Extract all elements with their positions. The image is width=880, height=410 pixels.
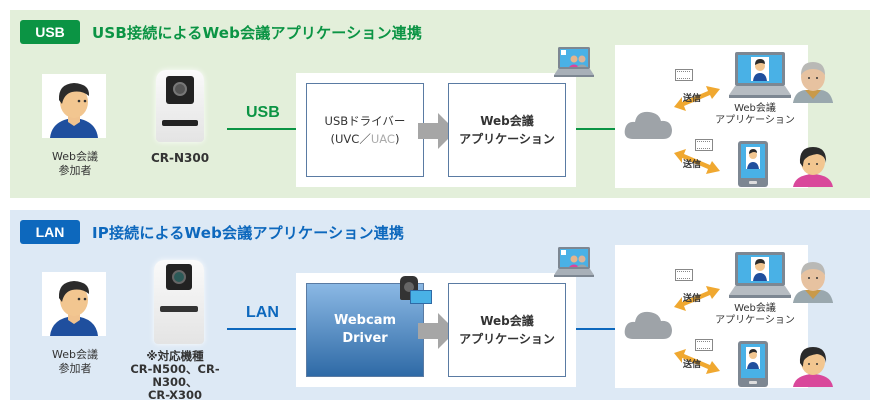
pc-box: Webcam Driver Web会議 アプリケーション (296, 273, 576, 387)
connection-line (227, 128, 297, 130)
remote-app-label: Web会議 アプリケーション (715, 303, 795, 326)
lan-section-title: IP接続によるWeb会議アプリケーション連携 (92, 224, 405, 242)
remote-laptop-icon (727, 251, 793, 299)
connection-label: LAN (246, 304, 279, 321)
participant-icon (42, 272, 106, 336)
send-label: 送信 (683, 94, 702, 104)
lan-section: LAN IP接続によるWeb会議アプリケーション連携 Web会議 参加者 ※対応… (10, 210, 870, 402)
webcam-driver-icon (400, 276, 434, 306)
send-label: 送信 (683, 294, 702, 304)
laptop-icon (554, 46, 594, 78)
elderly-participant-icon (791, 259, 835, 303)
participant-label-line2: 参加者 (58, 164, 92, 177)
app-line2: アプリケーション (459, 332, 555, 346)
participant-label-line1: Web会議 (52, 150, 98, 163)
participant-icon (42, 74, 106, 138)
send-label: 送信 (683, 360, 702, 370)
connection-line-2 (576, 328, 616, 330)
web-conf-app-box: Web会議 アプリケーション (448, 83, 566, 177)
remote-app-label: Web会議 アプリケーション (715, 103, 795, 126)
usb-section-title: USB接続によるWeb会議アプリケーション連携 (92, 24, 423, 42)
app-line1: Web会議 (480, 314, 534, 328)
app-line1: Web会議 (480, 114, 534, 128)
woman-participant-icon (791, 343, 835, 387)
video-frame-icon (675, 269, 693, 281)
remote-participants-panel: 送信 送信 Web会議 アプリケーション (615, 245, 808, 388)
pc-box: USBドライバー (UVC／UAC) Web会議 アプリケーション (296, 73, 576, 187)
cloud-icon (623, 307, 673, 341)
smartphone-icon (737, 140, 769, 188)
driver-line2: (UVC／UAC) (330, 132, 400, 146)
participant-label-line1: Web会議 (52, 348, 98, 361)
driver-line2: Driver (342, 331, 388, 346)
connection-line-2 (576, 128, 616, 130)
participant-label-line2: 参加者 (58, 362, 92, 375)
participant-label: Web会議 参加者 (30, 150, 120, 178)
video-frame-icon (675, 69, 693, 81)
cloud-icon (623, 107, 673, 141)
lan-badge: LAN (20, 220, 80, 244)
camera-compatible-models: ※対応機種 CR-N500、CR-N300、 CR-X300 (110, 350, 240, 402)
compatible-models-line2: CR-X300 (147, 388, 202, 402)
web-conf-app-box: Web会議 アプリケーション (448, 283, 566, 377)
elderly-participant-icon (791, 59, 835, 103)
compatible-note: ※対応機種 (146, 349, 204, 363)
usb-badge: USB (20, 20, 80, 44)
driver-line1: USBドライバー (324, 114, 406, 128)
camera-cr-n300-icon (150, 64, 210, 144)
camera-cr-n500-icon (148, 254, 210, 346)
woman-participant-icon (791, 143, 835, 187)
usb-driver-box: USBドライバー (UVC／UAC) (306, 83, 424, 177)
smartphone-icon (737, 340, 769, 388)
connection-label: USB (246, 104, 280, 121)
usb-section: USB USB接続によるWeb会議アプリケーション連携 Web会議 参加者 CR… (10, 10, 870, 198)
send-label: 送信 (683, 160, 702, 170)
camera-label: CR-N300 (150, 151, 210, 165)
laptop-icon (554, 246, 594, 278)
app-line2: アプリケーション (459, 132, 555, 146)
remote-laptop-icon (727, 51, 793, 99)
compatible-models-line1: CR-N500、CR-N300、 (130, 362, 220, 389)
driver-line1: Webcam (333, 313, 397, 328)
connection-line (227, 328, 297, 330)
participant-label: Web会議 参加者 (30, 348, 120, 376)
remote-participants-panel: 送信 送信 Web会議 アプリケーション (615, 45, 808, 188)
